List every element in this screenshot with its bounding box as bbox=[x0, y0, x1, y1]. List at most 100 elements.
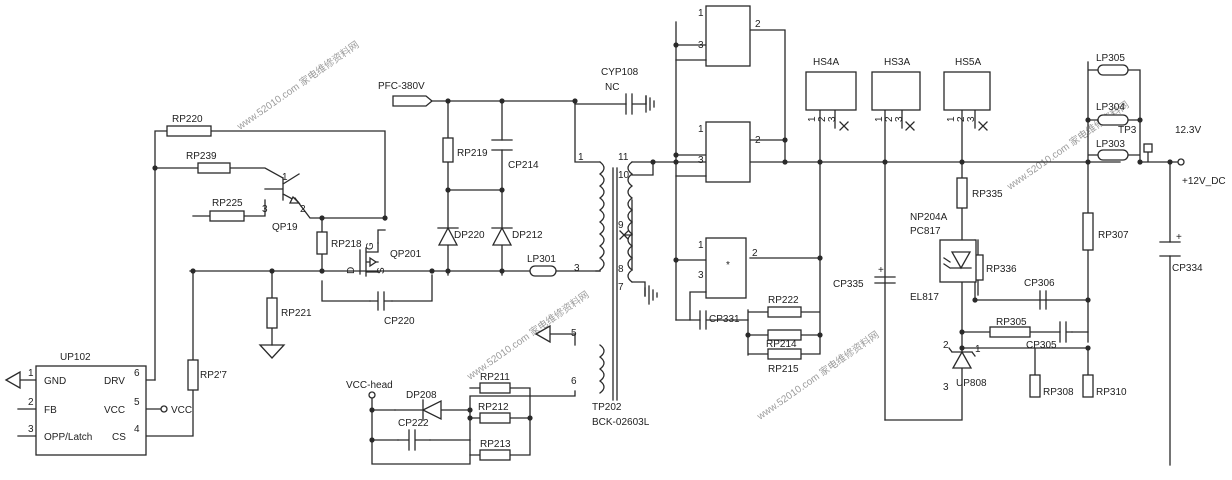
controller-ic-up102: UP102 1 GND 2 FB 3 OPP/Latch 6 DRV 5 VCC… bbox=[28, 352, 147, 456]
hs3a-pin-3: 3 bbox=[894, 116, 905, 122]
tp202-pin-11: 11 bbox=[618, 152, 629, 163]
tp202-pin-10: 10 bbox=[618, 170, 630, 181]
up102-pin-3-num: 3 bbox=[28, 424, 34, 435]
heatsink-hs3a: HS3A 1 2 3 bbox=[871, 57, 921, 131]
rectifier-top: 1 3 2 bbox=[698, 5, 761, 67]
dp208-label: DP208 bbox=[406, 390, 437, 401]
cp305: CP305 bbox=[1026, 321, 1073, 351]
rect-top-pin-3: 3 bbox=[698, 40, 704, 51]
rp219-label: RP219 bbox=[457, 148, 488, 159]
vcc-terminal bbox=[160, 405, 168, 413]
rectifier-middle: 1 3 2 bbox=[698, 121, 761, 183]
rp213 bbox=[479, 449, 511, 461]
up808-pin-3: 3 bbox=[943, 382, 949, 393]
dp212: DP212 bbox=[491, 226, 543, 246]
cyp108-nc: NC bbox=[605, 82, 619, 93]
rp239-label: RP239 bbox=[186, 151, 217, 162]
rp213-label: RP213 bbox=[480, 439, 511, 450]
hs3a-pin-2: 2 bbox=[884, 116, 895, 122]
shunt-regulator-up808: 2 1 3 UP808 bbox=[943, 340, 987, 393]
junctions bbox=[152, 42, 1173, 443]
cp214-label: CP214 bbox=[508, 160, 539, 171]
lp301 bbox=[529, 265, 557, 277]
cp335-plus: + bbox=[878, 265, 884, 276]
qp201-pin-s: S bbox=[376, 267, 387, 274]
vcc-head-terminal bbox=[368, 391, 376, 399]
rp336-label: RP336 bbox=[986, 264, 1017, 275]
up102-pin-1-name: GND bbox=[44, 376, 66, 387]
rect-bot-pin-3: 3 bbox=[698, 270, 704, 281]
tp202-pin-8: 8 bbox=[618, 264, 624, 275]
cp334-plus: + bbox=[1176, 232, 1182, 243]
up102-pin-2-name: FB bbox=[44, 405, 57, 416]
tp3-label: TP3 bbox=[1118, 125, 1137, 136]
cp335: + CP335 bbox=[833, 265, 896, 290]
watermark-layer: www.52010.com 家电维修资料网 www.52010.com 家电维修… bbox=[233, 38, 1131, 423]
rp308 bbox=[1029, 374, 1041, 398]
heatsink-hs4a: HS4A 1 2 3 bbox=[805, 57, 857, 131]
rp214-label: RP214 bbox=[766, 339, 797, 350]
cp222: CP222 bbox=[397, 418, 431, 451]
cp306: CP306 bbox=[1024, 278, 1055, 310]
lp305-label: LP305 bbox=[1096, 53, 1125, 64]
up808-ref: UP808 bbox=[956, 378, 987, 389]
rp211-label: RP211 bbox=[480, 372, 510, 383]
tp202-pin-7: 7 bbox=[618, 282, 624, 293]
rp211 bbox=[479, 382, 511, 394]
output-dc-label: +12V_DC bbox=[1182, 176, 1226, 187]
qp19-pin-2: 2 bbox=[300, 204, 306, 215]
resistors: RP220 RP239 RP225 RP218 RP221 RP2'7 RP21… bbox=[166, 114, 1129, 461]
up102-ref: UP102 bbox=[60, 352, 91, 363]
transformer-tp202: 1 11 10 9 3 8 7 5 6 TP202 BCK-02603L bbox=[571, 152, 650, 428]
qp201-ref: QP201 bbox=[390, 249, 422, 260]
gnd-port-arrow bbox=[4, 370, 21, 390]
lp301-label: LP301 bbox=[527, 254, 556, 265]
watermark-1: www.52010.com 家电维修资料网 bbox=[233, 38, 361, 133]
hs5a-label: HS5A bbox=[955, 57, 981, 68]
lp304-label: LP304 bbox=[1096, 102, 1125, 113]
hs4a-pin-3: 3 bbox=[827, 116, 838, 122]
tp202-pin-3: 3 bbox=[574, 263, 580, 274]
inductors: LP301 LP305 LP304 LP303 bbox=[527, 53, 1129, 277]
hs4a-label: HS4A bbox=[813, 57, 839, 68]
output-terminal: TP3 12.3V +12V_DC bbox=[1118, 125, 1226, 187]
heatsink-hs5a: HS5A 1 2 3 bbox=[943, 57, 991, 131]
hs5a-pin-3: 3 bbox=[966, 116, 977, 122]
rect-top-pin-2: 2 bbox=[755, 19, 761, 30]
rp220 bbox=[166, 125, 212, 137]
rp239 bbox=[197, 162, 231, 174]
rectifier-bottom: 1 3 2 * bbox=[698, 237, 758, 299]
rp218 bbox=[316, 231, 328, 255]
up102-pin-5-name: VCC bbox=[104, 405, 125, 416]
hs3a-pin-1: 1 bbox=[874, 116, 885, 122]
rp222-label: RP222 bbox=[768, 295, 799, 306]
cp331-label: CP331 bbox=[709, 314, 740, 325]
rp218-label: RP218 bbox=[331, 239, 362, 250]
ground-symbol-3 bbox=[645, 95, 655, 113]
cyp108: CYP108 NC bbox=[601, 67, 647, 115]
qp19-ref: QP19 bbox=[272, 222, 298, 233]
rp220-label: RP220 bbox=[172, 114, 203, 125]
rp225-label: RP225 bbox=[212, 198, 243, 209]
up102-pin-2-num: 2 bbox=[28, 397, 34, 408]
up102-pin-1-num: 1 bbox=[28, 368, 34, 379]
rp310-label: RP310 bbox=[1096, 387, 1127, 398]
tp3-pad bbox=[1143, 143, 1153, 153]
up102-pin-6-num: 6 bbox=[134, 368, 140, 379]
cp334-label: CP334 bbox=[1172, 263, 1203, 274]
ground-symbol-2 bbox=[644, 285, 658, 305]
transistor-qp19: 1 3 2 QP19 bbox=[262, 172, 306, 233]
cyp108-label: CYP108 bbox=[601, 67, 639, 78]
hs4a-pin-2: 2 bbox=[817, 116, 828, 122]
capacitors: CYP108 NC CP214 CP220 CP222 CP331 + CP33… bbox=[369, 67, 1203, 451]
rp310 bbox=[1082, 374, 1094, 398]
np204a-ref: NP204A bbox=[910, 212, 948, 223]
dp212-label: DP212 bbox=[512, 230, 543, 241]
tp202-ref: TP202 bbox=[592, 402, 622, 413]
cp220-label: CP220 bbox=[384, 316, 415, 327]
rp221-label: RP221 bbox=[281, 308, 312, 319]
cp220: CP220 bbox=[369, 291, 415, 327]
dp208: DP208 bbox=[394, 390, 442, 421]
tp202-pin-1: 1 bbox=[578, 152, 584, 163]
diodes: DP220 DP212 DP208 bbox=[394, 226, 543, 421]
